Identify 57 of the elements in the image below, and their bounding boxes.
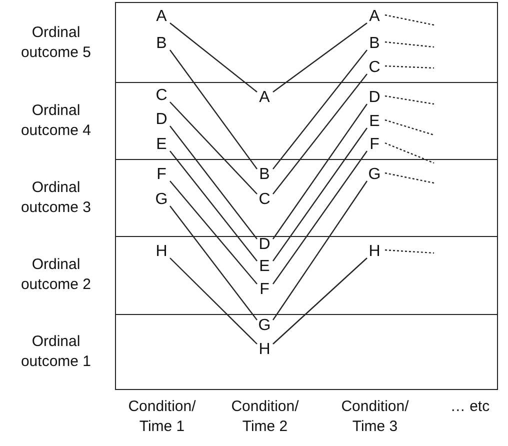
- dotted-line: [384, 41, 434, 48]
- letter-label: B: [366, 34, 382, 54]
- dotted-line: [384, 65, 434, 69]
- connector-line: [272, 74, 368, 194]
- dotted-line: [384, 172, 434, 184]
- column-label: Condition/ Time 2: [230, 397, 300, 437]
- connector-line: [170, 22, 258, 92]
- letter-label: A: [154, 6, 170, 26]
- letter-label: F: [366, 135, 382, 155]
- connector-line: [272, 128, 368, 262]
- connector-line: [272, 180, 368, 320]
- letter-label: H: [154, 242, 170, 262]
- connector-line: [170, 150, 258, 262]
- letter-label: B: [256, 165, 272, 185]
- letter-label: F: [154, 165, 170, 185]
- letter-label: C: [256, 190, 272, 210]
- letter-label: H: [366, 242, 382, 262]
- letter-label: D: [366, 88, 382, 108]
- connector-line: [170, 126, 258, 240]
- letter-label: D: [256, 235, 272, 255]
- letter-label: A: [256, 88, 272, 108]
- letter-label: E: [366, 112, 382, 132]
- dotted-line: [384, 14, 434, 26]
- dotted-line: [384, 119, 434, 136]
- connector-line: [170, 206, 258, 320]
- connector-line: [272, 258, 368, 344]
- letter-label: F: [256, 280, 272, 300]
- connector-line: [170, 102, 258, 194]
- dotted-line: [384, 249, 434, 254]
- letter-label: B: [154, 34, 170, 54]
- letter-label: H: [256, 340, 272, 360]
- dotted-line: [384, 142, 434, 164]
- letter-label: E: [256, 257, 272, 277]
- column-label: Condition/ Time 1: [127, 397, 197, 437]
- connector-line: [272, 104, 368, 240]
- row-label: Ordinal outcome 3: [20, 178, 92, 218]
- letter-label: E: [154, 135, 170, 155]
- connector-line: [170, 50, 258, 170]
- letter-label: G: [154, 190, 170, 210]
- row-label: Ordinal outcome 1: [20, 332, 92, 372]
- row-label: Ordinal outcome 5: [20, 22, 92, 62]
- column-label: … etc: [449, 397, 491, 417]
- connector-line: [272, 150, 368, 284]
- letter-label: C: [154, 86, 170, 106]
- letter-label: C: [366, 58, 382, 78]
- connector-line: [170, 258, 258, 344]
- connector-line: [272, 50, 368, 170]
- letter-label: G: [256, 316, 272, 336]
- connector-line: [170, 180, 258, 284]
- letter-label: G: [366, 165, 382, 185]
- row-label: Ordinal outcome 2: [20, 255, 92, 295]
- column-label: Condition/ Time 3: [340, 397, 410, 437]
- connector-line: [272, 22, 368, 92]
- dotted-line: [384, 95, 434, 105]
- letter-label: D: [154, 110, 170, 130]
- row-label: Ordinal outcome 4: [20, 100, 92, 140]
- letter-label: A: [366, 6, 382, 26]
